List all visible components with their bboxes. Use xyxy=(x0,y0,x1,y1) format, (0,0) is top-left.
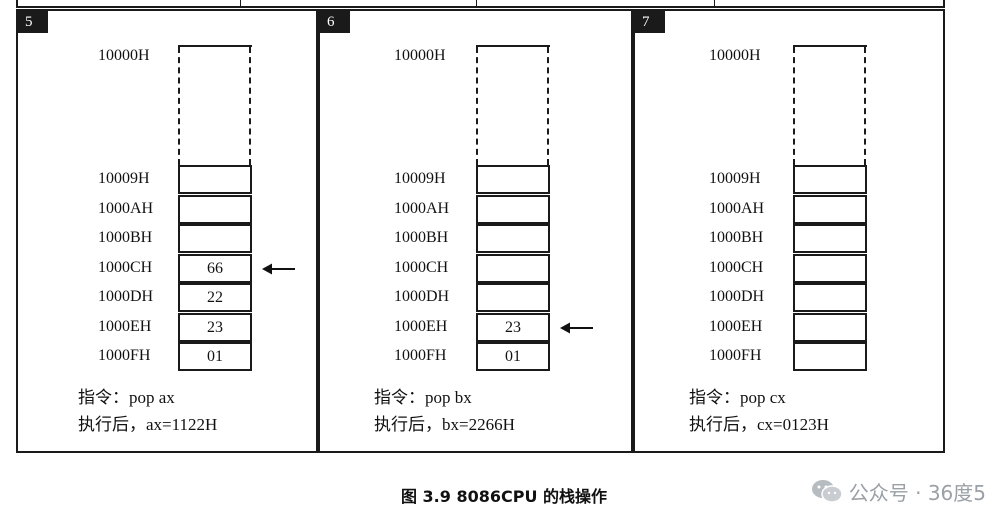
address-label: 1000CH xyxy=(394,258,449,276)
stack-cell xyxy=(178,224,252,253)
stack-cell: 01 xyxy=(178,342,252,371)
stack-cell xyxy=(178,194,252,224)
stack-cell: 23 xyxy=(476,312,550,342)
instruction-text: 指令：pop cx xyxy=(689,388,786,407)
result-text: 执行后，ax=1122H xyxy=(78,415,218,434)
result-text: 执行后，cx=0123H xyxy=(689,415,829,434)
figure-caption: 图 3.9 8086CPU 的栈操作 xyxy=(400,487,608,506)
panel-number-badge: 5 xyxy=(18,11,48,33)
dashed-border xyxy=(793,47,795,165)
result-text: 执行后，bx=2266H xyxy=(374,415,515,434)
wechat-icon xyxy=(811,480,843,503)
address-label: 10009H xyxy=(98,170,150,187)
address-label: 1000AH xyxy=(709,199,765,217)
stack-cell xyxy=(476,194,550,224)
address-label: 10009H xyxy=(709,170,761,187)
stack-cell: 66 xyxy=(178,253,252,283)
stack-cell xyxy=(793,165,867,194)
address-label: 1000DH xyxy=(709,288,765,305)
address-label-top: 10000H xyxy=(394,47,446,64)
address-label: 1000CH xyxy=(709,258,764,276)
address-label: 1000BH xyxy=(98,229,153,246)
stack-cell xyxy=(178,165,252,194)
stack-cell xyxy=(476,224,550,253)
address-label: 1000CH xyxy=(98,258,153,276)
stack-cell: 23 xyxy=(178,312,252,342)
stack-panel-7: 7 10000H 10009H 1000AH 1000BH 1000CH 1000DH 100… xyxy=(633,9,945,453)
address-label: 1000AH xyxy=(98,199,154,217)
address-label: 1000EH xyxy=(98,317,152,335)
panel-divider xyxy=(240,0,241,6)
stack-panel-5: 5 10000H 10009H 1000AH 1000BH 1000CH 66 1000DH 2… xyxy=(16,9,318,453)
stack-cell xyxy=(476,253,550,283)
stack-cell xyxy=(793,224,867,253)
address-label: 1000DH xyxy=(394,288,450,305)
stack-cell xyxy=(793,253,867,283)
dashed-border xyxy=(476,47,478,165)
stack-segment-top xyxy=(476,45,550,165)
address-label: 1000BH xyxy=(394,229,449,246)
address-label: 1000EH xyxy=(709,317,763,335)
dashed-border xyxy=(547,47,549,165)
previous-panels-edge xyxy=(16,0,945,8)
stack-cell xyxy=(793,342,867,371)
stack-segment-top xyxy=(793,45,867,165)
address-label: 1000AH xyxy=(394,199,450,217)
stack-cell xyxy=(793,312,867,342)
stack-pointer-arrow-icon xyxy=(262,263,295,274)
instruction-text: 指令：pop bx xyxy=(374,388,472,407)
watermark: 公众号 · 36度5 xyxy=(811,476,986,506)
stack-cell xyxy=(793,194,867,224)
address-label: 1000EH xyxy=(394,317,448,335)
stack-segment-top xyxy=(178,45,252,165)
stack-panel-6: 6 10000H 10009H 1000AH 1000BH 1000CH 1000DH 100… xyxy=(318,9,633,453)
address-label: 10009H xyxy=(394,170,446,187)
address-label: 1000FH xyxy=(394,347,447,364)
dashed-border xyxy=(178,47,180,165)
stack-cell xyxy=(476,165,550,194)
panel-number-badge: 7 xyxy=(635,11,665,33)
stack-cell xyxy=(476,283,550,312)
address-label-top: 10000H xyxy=(709,47,761,64)
stack-cell: 22 xyxy=(178,283,252,312)
instruction-text: 指令：pop ax xyxy=(78,388,175,407)
panel-number-badge: 6 xyxy=(320,11,350,33)
dashed-border xyxy=(249,47,251,165)
panel-divider xyxy=(476,0,477,6)
panel-divider xyxy=(714,0,715,6)
dashed-border xyxy=(864,47,866,165)
address-label-top: 10000H xyxy=(98,47,150,64)
address-label: 1000FH xyxy=(98,347,151,364)
address-label: 1000DH xyxy=(98,288,154,305)
address-label: 1000BH xyxy=(709,229,764,246)
stack-pointer-arrow-icon xyxy=(560,322,593,333)
stack-cell xyxy=(793,283,867,312)
watermark-text: 公众号 · 36度5 xyxy=(848,480,986,505)
address-label: 1000FH xyxy=(709,347,762,364)
stack-cell: 01 xyxy=(476,342,550,371)
